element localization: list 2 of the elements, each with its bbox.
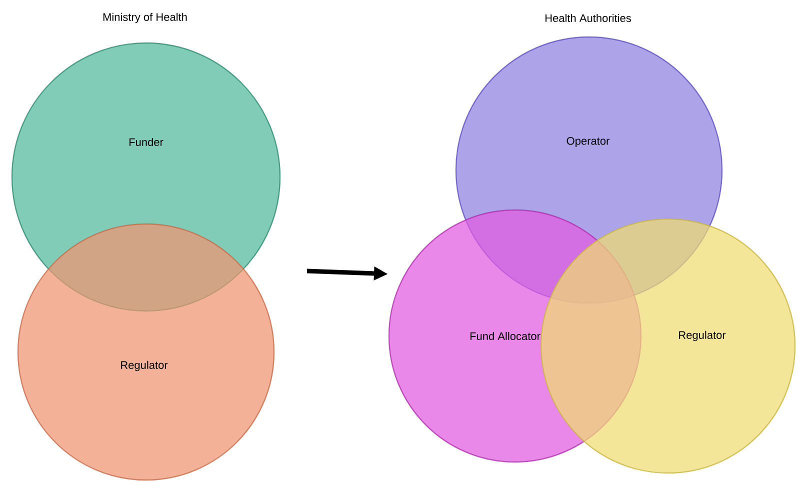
group-heading: Ministry of Health xyxy=(103,12,187,24)
group-heading: Health Authorities xyxy=(546,14,631,22)
